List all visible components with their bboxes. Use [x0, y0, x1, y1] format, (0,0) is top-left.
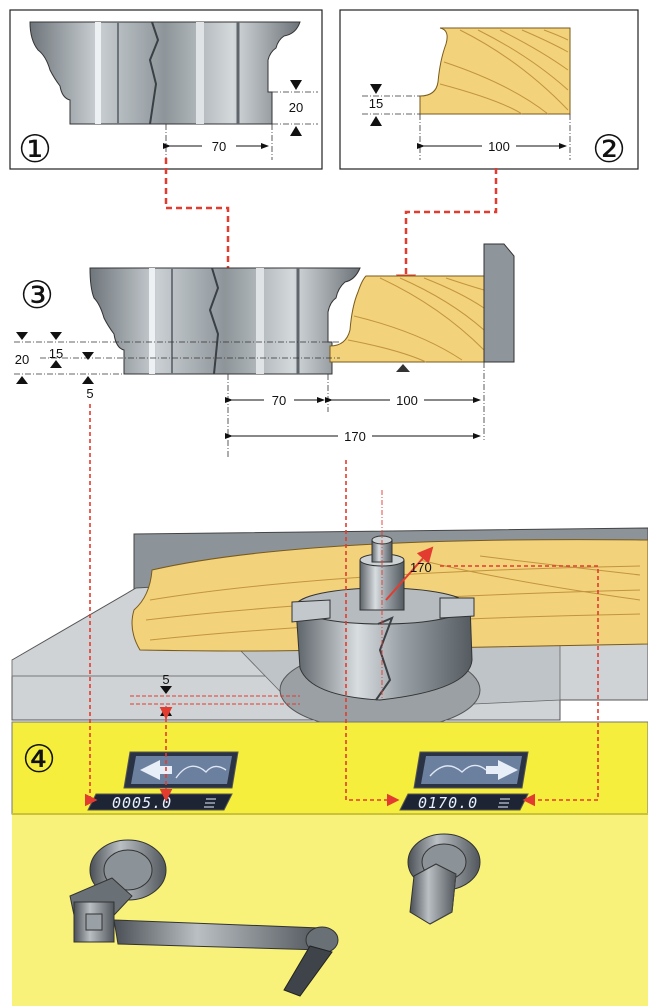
connector-170-to-display	[345, 460, 400, 807]
p3-dim-70: 70	[272, 393, 286, 408]
p2-width-label: 100	[488, 139, 510, 154]
shaper-machine: 170 5	[11, 490, 648, 731]
right-display-readout: 0170.0	[418, 794, 478, 812]
right-display-unit: 0170.0	[399, 751, 529, 812]
left-display-readout: 0005.0	[112, 794, 172, 812]
fence-adjust-knob[interactable]	[407, 833, 481, 925]
height-crank-handle[interactable]	[69, 839, 339, 997]
p2-number: ②	[592, 127, 626, 171]
panel-3-combined-profile: 20 15 5 70 100 170 ③	[14, 243, 515, 458]
left-arrow-icon	[140, 760, 172, 780]
connector-2-to-3	[396, 168, 498, 295]
connector-height-to-display	[84, 404, 98, 807]
left-display-unit: 0005.0	[87, 751, 239, 812]
p3-dim-20: 20	[15, 352, 29, 367]
spindle-distance-label: 170	[410, 560, 432, 575]
p1-number: ①	[18, 127, 52, 171]
p3-dim-5: 5	[86, 386, 93, 401]
p3-dim-15: 15	[49, 346, 63, 361]
p4-number: ④	[22, 737, 56, 781]
p3-number: ③	[20, 273, 54, 317]
connector-1-to-3	[164, 158, 238, 295]
control-panel: ④ 0005.0 0170.0	[11, 404, 648, 1006]
p1-width-label: 70	[212, 139, 226, 154]
panel-2-wood-profile: 100 15 ②	[339, 9, 639, 171]
p3-dim-100: 100	[396, 393, 418, 408]
height-offset-label: 5	[162, 672, 169, 687]
p1-height-label: 20	[289, 100, 303, 115]
p3-dim-170: 170	[344, 429, 366, 444]
panel-1-cutter-profile: 70 20 ①	[9, 9, 323, 171]
p2-height-label: 15	[369, 96, 383, 111]
connector-spindle-to-display	[440, 565, 599, 807]
right-arrow-icon	[486, 760, 518, 780]
